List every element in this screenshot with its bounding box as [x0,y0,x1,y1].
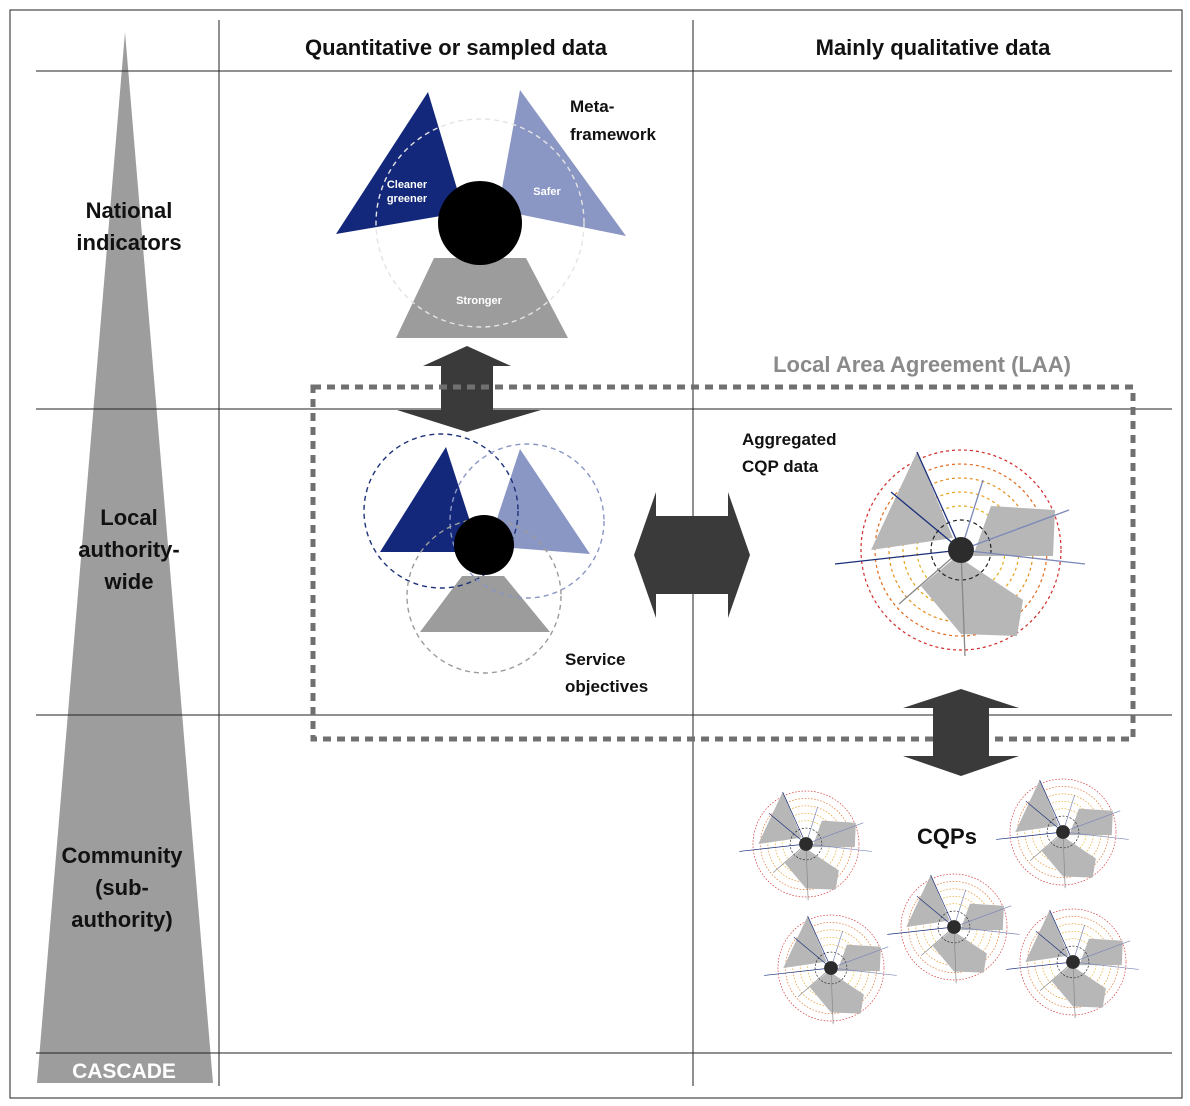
row-label-local: Local authority- wide [78,505,179,594]
cqp-radar [1005,908,1140,1019]
aggregated-cqp-radar [834,449,1086,657]
row-label-line: National [86,198,173,223]
greener-label-line: greener [387,193,428,205]
cqp-radar [995,778,1130,889]
stronger-segment [396,258,568,338]
column-header-qualitative: Mainly qualitative data [816,35,1051,60]
meta-framework-core [438,181,522,265]
column-header-quantitative: Quantitative or sampled data [305,35,608,60]
safer-segment [498,90,626,236]
service-blue-segment [380,447,480,552]
service-ring-blue [363,433,519,589]
service-core [454,515,514,575]
cqp-radar [886,873,1021,984]
row-label-line: authority- [78,537,179,562]
aggregated-cqp-label: CQP data [742,457,819,476]
stronger-label: Stronger [456,295,503,307]
cqp-radar [763,914,898,1025]
row-label-line: authority) [71,907,172,932]
cqp-radar [738,790,873,901]
service-objectives-diagram [363,433,605,674]
meta-framework-ring [375,118,585,328]
row-label-community: Community (sub- authority) [62,843,184,932]
cleaner-greener-segment [336,92,464,234]
safer-label: Safer [533,186,561,198]
meta-framework-label: framework [570,125,657,144]
cleaner-label-line: Cleaner [387,179,428,191]
service-objectives-label: objectives [565,677,648,696]
cascade-label: CASCADE [72,1060,176,1083]
row-label-line: (sub- [95,875,149,900]
row-label-line: Community [62,843,184,868]
aggregated-cqp-label: Aggregated [742,430,836,449]
cqp-vertical-arrow [903,689,1019,776]
laa-boundary [310,384,1136,742]
outer-frame [9,9,1183,1099]
row-label-line: Local [100,505,157,530]
row-label-national: National indicators [76,198,181,255]
meta-framework-label: Meta- [570,97,614,116]
row-label-line: wide [104,569,154,594]
row-label-line: indicators [76,230,181,255]
meta-framework-diagram: Cleaner greener Safer Stronger [336,90,626,338]
service-grey-segment [420,576,550,632]
cqps-label: CQPs [917,824,977,849]
horizontal-double-arrow [634,492,750,618]
service-lightblue-segment [488,449,590,554]
service-objectives-label: Service [565,650,626,669]
service-ring-lightblue [449,443,605,599]
laa-label: Local Area Agreement (LAA) [773,352,1071,377]
cascade-triangle [37,32,213,1083]
